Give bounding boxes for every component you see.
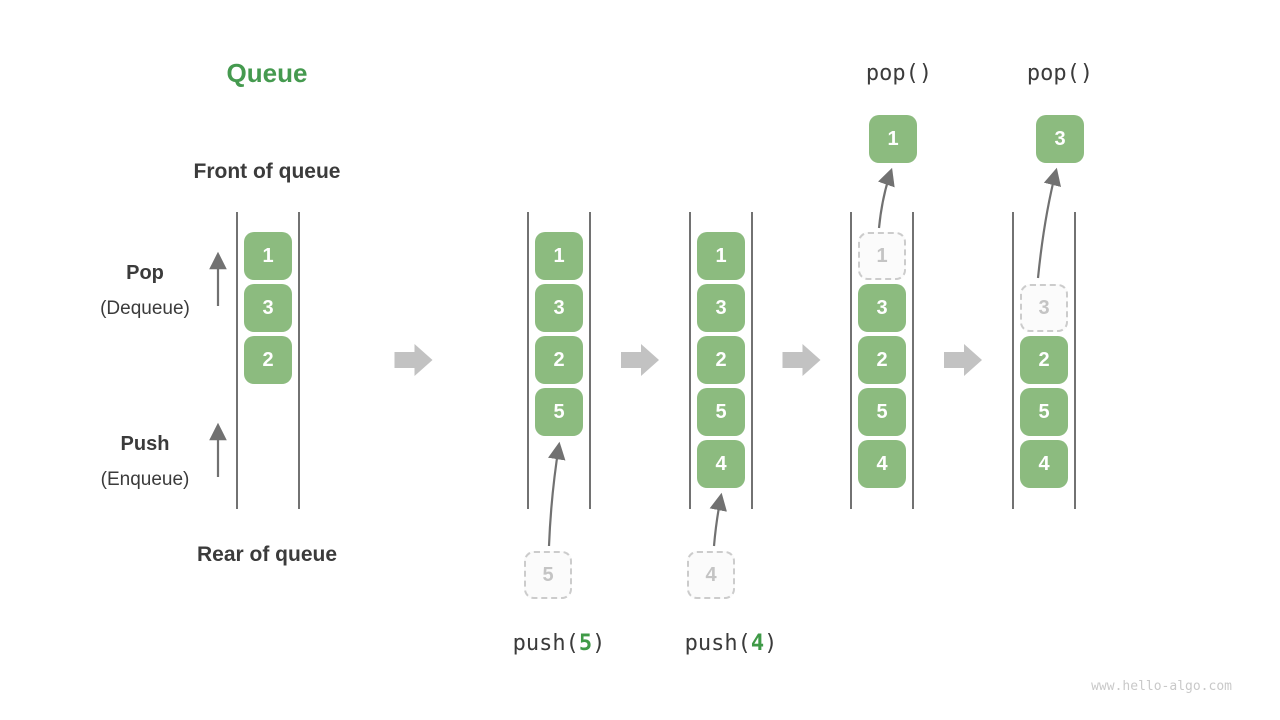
state-transition-arrows: [394, 344, 982, 376]
queue-item: 5: [535, 388, 583, 436]
dequeue-label: (Dequeue): [100, 298, 190, 319]
queue-item: 3: [535, 284, 583, 332]
queue-item: 4: [697, 440, 745, 488]
enqueue-label: (Enqueue): [100, 469, 190, 490]
queue-item: 4: [1020, 440, 1068, 488]
pushed-value-ghost-box: 5: [524, 551, 572, 599]
diagram-title: Queue: [226, 58, 308, 88]
push4-arrow-icon: [709, 492, 727, 547]
queue-item: 3: [858, 284, 906, 332]
pop-label: Pop: [126, 262, 164, 284]
push2-close-text: ): [764, 631, 778, 656]
push2-operation-label: push(4): [661, 631, 801, 656]
queue-item: 3: [697, 284, 745, 332]
queue-item: 2: [1020, 336, 1068, 384]
right-block-arrow-icon: [621, 344, 659, 376]
push5-arrow-icon: [547, 441, 566, 547]
queue-item: 2: [535, 336, 583, 384]
pop2-operation-label: pop(): [1026, 61, 1094, 86]
pushed-value-ghost-box: 4: [687, 551, 735, 599]
queue-item: 2: [858, 336, 906, 384]
front-of-queue-label: Front of queue: [193, 160, 341, 183]
queue-item: 2: [244, 336, 292, 384]
push2-fn-text: push(: [684, 631, 751, 656]
push1-fn-text: push(: [512, 631, 579, 656]
queue-item: 3: [244, 284, 292, 332]
popped-value-box: 3: [1036, 115, 1084, 163]
pop1-operation-label: pop(): [865, 61, 933, 86]
queue-item: 5: [858, 388, 906, 436]
queue-item: 1: [697, 232, 745, 280]
push2-arg-text: 4: [750, 631, 765, 656]
push-label: Push: [120, 433, 170, 455]
queue-item: 4: [858, 440, 906, 488]
watermark: www.hello-algo.com: [1091, 679, 1232, 694]
pop1-arrow-icon: [877, 167, 895, 229]
push1-close-text: ): [592, 631, 606, 656]
queue-item: 5: [1020, 388, 1068, 436]
queue-item: 1: [535, 232, 583, 280]
queue-item-ghost: 3: [1020, 284, 1068, 332]
rear-of-queue-label: Rear of queue: [196, 543, 338, 566]
right-block-arrow-icon: [394, 344, 433, 376]
popped-value-box: 1: [869, 115, 917, 163]
operation-arrows: [209, 167, 1061, 547]
right-block-arrow-icon: [782, 344, 821, 376]
right-block-arrow-icon: [944, 344, 982, 376]
push1-arg-text: 5: [578, 631, 593, 656]
push1-operation-label: push(5): [489, 631, 629, 656]
queue-item: 5: [697, 388, 745, 436]
queue-item: 2: [697, 336, 745, 384]
pop3-arrow-icon: [1036, 167, 1061, 279]
queue-item-ghost: 1: [858, 232, 906, 280]
queue-item: 1: [244, 232, 292, 280]
queue-rails: [236, 212, 1076, 509]
